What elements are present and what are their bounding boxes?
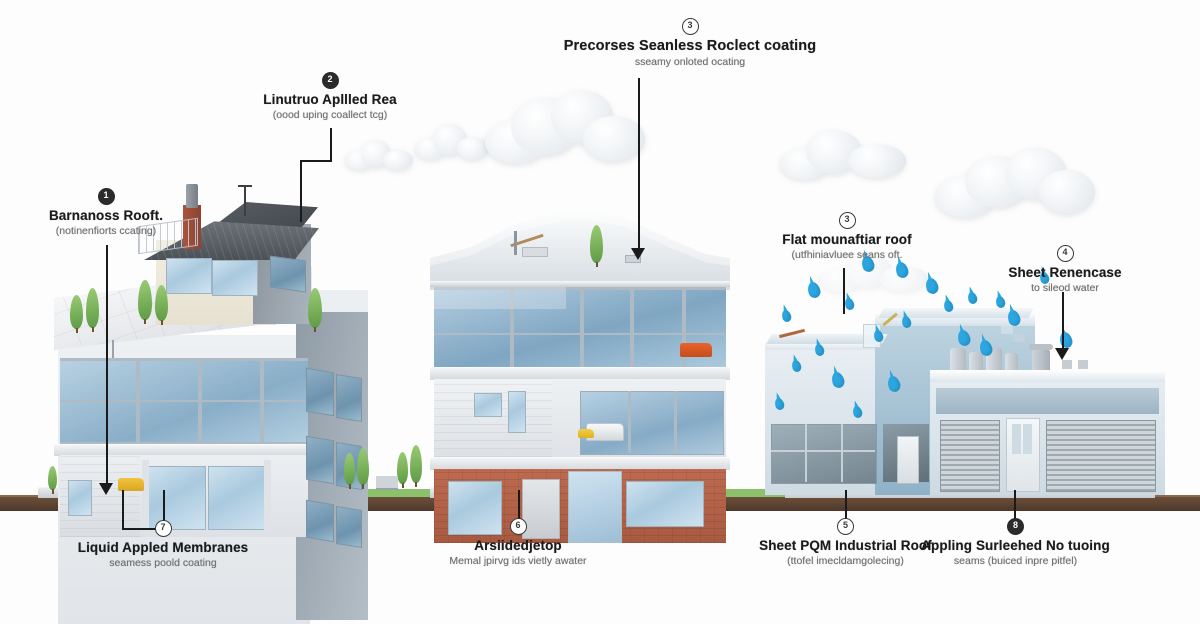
callout-title-6: Liquid Appled Membranes [77,540,249,555]
callout-subtitle-4: (utfhiniavluee seans oft. [791,249,903,261]
tree [397,452,408,488]
callout-title-8: Sheet PQM Industrial Roof [759,538,932,553]
callout-marker-5: 4 [1056,245,1074,262]
callout-subtitle-3: sseamy onloted ocating [634,56,746,68]
tree [410,445,422,487]
callout-marker-1: 1 [97,188,115,205]
roof-tank [950,348,966,370]
callout-2[interactable]: 2 Linutruo Apllled Rea (oood uping coall… [240,72,420,121]
leader-line-2c [300,160,302,222]
cloud-1 [345,138,415,170]
rooftop-tree [590,225,603,267]
person-on-residential-roof [130,322,138,340]
pedestrian [258,470,266,490]
callout-title-1: Barnanoss Rooft. [48,208,164,223]
callout-1[interactable]: 1 Barnanoss Rooft. (notinenfiorts ccatin… [18,188,194,237]
raindrop [924,276,940,296]
roof-tank [1005,353,1018,370]
callout-6[interactable]: 7 Liquid Appled Membranes seamess poold … [58,520,268,569]
callout-9[interactable]: 8 Appling Surleehed No tuoing seams (bui… [918,518,1113,567]
callout-5[interactable]: 4 Sheet Renencase to sileod water [985,245,1145,294]
roof-duct [1078,360,1088,369]
leader-line-6b [122,528,158,530]
person-warehouse-side [855,468,863,490]
leader-line-8 [845,490,847,526]
leader-line-4 [843,268,845,314]
tree [344,453,355,489]
person-interior [652,415,660,435]
callout-title-7: Arsiidedjetop [474,538,562,553]
callout-marker-7: 6 [509,518,527,535]
leader-arrow-1 [99,483,113,495]
leader-line-5 [1062,292,1064,350]
vehicle-yellow-small [578,429,594,438]
leader-line-6c [163,490,165,526]
roof-vent [1029,344,1053,350]
tree [155,285,168,325]
callout-7[interactable]: 6 Arsiidedjetop Memal jpirvg ids vietly … [408,518,628,567]
callout-title-2: Linutruo Apllled Rea [263,92,397,107]
callout-title-3: Precorses Seanless Roclect coating [563,38,817,54]
roof-tank [969,352,983,370]
callout-3[interactable]: 3 Precorses Seanless Roclect coating sse… [540,18,840,68]
callout-subtitle-5: to sileod water [1031,282,1099,294]
callout-marker-4: 3 [838,212,856,229]
person-ground-floor [200,496,208,514]
tree [308,288,322,332]
callout-4[interactable]: 3 Flat mounaftiar roof (utfhiniavluee se… [762,212,932,261]
leader-line-6a [122,490,124,530]
building-curved-roof [430,195,730,543]
callout-marker-9: 8 [1007,518,1024,535]
bench [376,476,398,490]
roof-vent [1032,350,1050,370]
tree [86,288,99,332]
callout-subtitle-9: seams (buiced inpre pitfel) [953,555,1078,567]
tree [357,448,369,489]
callout-subtitle-1: (notinenfiorts ccating) [55,225,157,237]
person-warehouse-entrance [1038,468,1046,488]
parked-vehicle-yellow [118,478,144,491]
callout-title-4: Flat mounaftiar roof [782,232,912,247]
callout-8[interactable]: 5 Sheet PQM Industrial Roof (ttofel imec… [738,518,953,567]
leader-line-7 [518,490,520,526]
leader-line-2a [330,128,332,162]
callout-subtitle-7: Memal jpirvg ids vietly awater [449,555,587,567]
leader-arrow-5 [1055,348,1069,360]
raindrop [1058,330,1074,350]
cloud-4 [780,128,906,180]
leader-line-9 [1014,490,1016,524]
cloud-2 [415,124,491,160]
callout-marker-3: 3 [681,18,699,35]
callout-marker-8: 5 [837,518,854,535]
worker-roof-left [533,222,542,244]
callout-subtitle-8: (ttofel imecldamgolecing) [787,555,904,567]
building-residential [48,180,368,624]
cloud-5 [935,148,1095,218]
callout-title-5: Sheet Renencase [1008,265,1122,280]
callout-title-9: Appling Surleehed No tuoing [921,538,1110,553]
tree [138,280,152,324]
pedestrian [247,470,255,490]
vehicle-orange-interior [680,343,712,357]
leader-line-2b [300,160,332,162]
roof-duct [1062,360,1072,369]
cloud-3 [485,90,645,164]
building-warehouse [930,362,1165,495]
leader-arrow-3 [631,248,645,260]
person-interior [668,415,676,435]
leader-line-1 [106,245,108,485]
callout-subtitle-6: seamess poold coating [109,557,217,569]
callout-subtitle-2: (oood uping coallect tcg) [272,109,388,121]
tree [70,295,83,333]
leader-line-3 [638,78,640,250]
callout-marker-6: 7 [154,520,172,537]
tree [48,466,57,494]
grass-patch-2 [725,489,785,497]
callout-marker-2: 2 [321,72,339,89]
